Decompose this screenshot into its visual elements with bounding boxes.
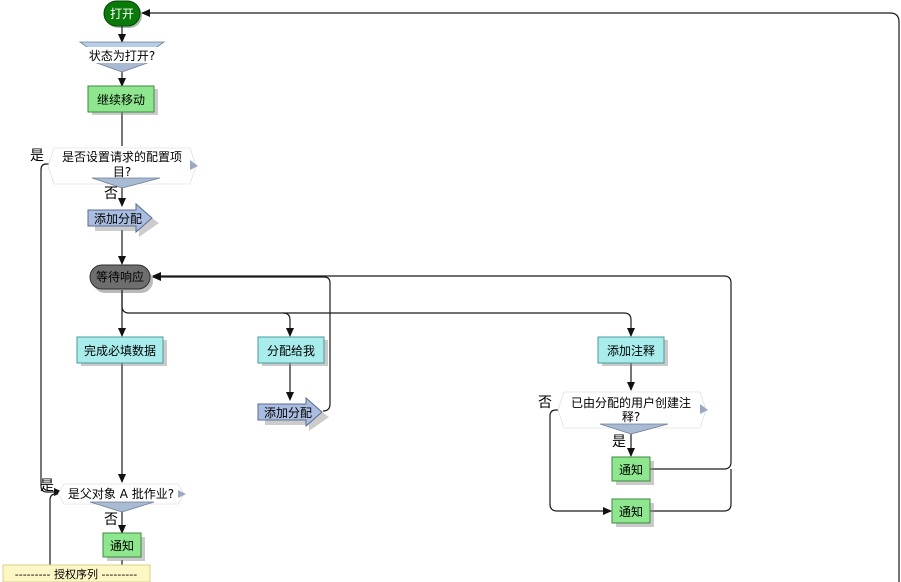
process-add-note[interactable]: 添加注释	[597, 336, 668, 366]
edge-notify2-to-trunk	[650, 469, 732, 512]
process-assign-to-me-label: 分配给我	[267, 344, 315, 358]
edge-wait-to-branches	[121, 290, 635, 337]
edge-addassign2-to-wait	[152, 273, 331, 412]
step-add-assignment-2[interactable]: 添加分配	[257, 396, 329, 431]
decision-config-item[interactable]: 是否设置请求的配置项 目?	[47, 147, 198, 189]
edge-label-config-yes: 是	[30, 148, 44, 164]
process-assign-to-me[interactable]: 分配给我	[257, 336, 328, 366]
decision-config-item-label-2: 目?	[113, 165, 131, 179]
process-notify-1-label: 通知	[619, 463, 643, 477]
edge-label-assignee-no: 否	[538, 395, 552, 411]
process-notify-3[interactable]: 通知	[102, 532, 145, 561]
edge-notify1-to-wait	[152, 272, 732, 470]
edge-label-assignee-yes: 是	[612, 434, 626, 450]
edge-label-parent-yes: 是	[40, 478, 54, 494]
process-complete-required-label: 完成必填数据	[84, 343, 156, 358]
edges	[40, 9, 900, 582]
decision-status-open-label: 状态为打开?	[89, 49, 155, 63]
decision-config-item-label-1: 是否设置请求的配置项	[62, 149, 182, 164]
decision-assignee-note-label-2: 释?	[622, 410, 640, 424]
edge-label-config-no: 否	[104, 186, 118, 202]
auth-sequence-label: --------- 授权序列 ---------	[15, 567, 137, 581]
state-wait-response[interactable]: 等待响应	[89, 264, 153, 293]
decision-parent-batch-label: 是父对象 A 批作业?	[68, 486, 174, 501]
process-continue-move-label: 继续移动	[97, 93, 145, 107]
decision-assignee-note[interactable]: 已由分配的用户创建注 释?	[557, 391, 708, 435]
process-add-note-label: 添加注释	[607, 343, 655, 358]
edge-parent-yes	[49, 493, 62, 582]
process-notify-3-label: 通知	[110, 539, 134, 553]
node-open-label: 打开	[110, 7, 134, 21]
decision-status-open[interactable]: 状态为打开?	[78, 41, 166, 73]
decision-assignee-note-label-1: 已由分配的用户创建注	[571, 395, 691, 410]
process-complete-required[interactable]: 完成必填数据	[76, 336, 167, 366]
edge-assignee-no	[549, 409, 612, 515]
process-notify-1[interactable]: 通知	[611, 456, 654, 485]
edge-config-yes	[40, 163, 63, 496]
step-add-assignment-1[interactable]: 添加分配	[87, 202, 159, 237]
node-open[interactable]: 打开	[103, 0, 142, 28]
state-wait-response-label: 等待响应	[96, 269, 144, 284]
step-add-assignment-2-label: 添加分配	[264, 406, 312, 420]
auth-sequence-banner[interactable]: --------- 授权序列 ---------	[2, 564, 151, 582]
process-notify-2[interactable]: 通知	[611, 498, 654, 527]
edge-label-parent-no: 否	[104, 512, 118, 528]
edge-wait-to-assign-me	[282, 312, 294, 337]
process-notify-2-label: 通知	[619, 505, 643, 519]
step-add-assignment-1-label: 添加分配	[94, 212, 142, 226]
process-continue-move[interactable]: 继续移动	[87, 85, 158, 115]
edge-loop-to-open	[141, 9, 900, 582]
decision-parent-batch[interactable]: 是父对象 A 批作业?	[57, 483, 186, 513]
